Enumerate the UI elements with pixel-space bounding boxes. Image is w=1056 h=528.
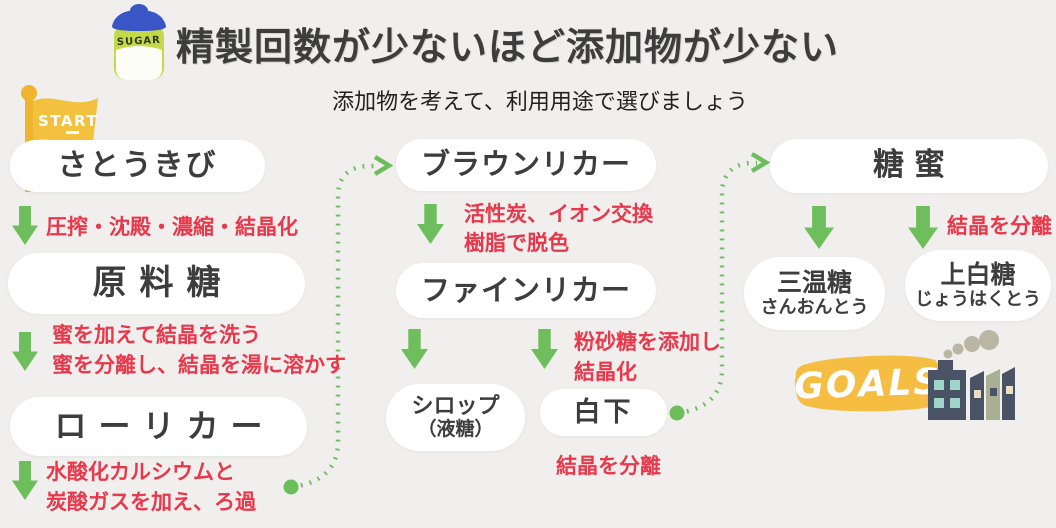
process-label-wash-crystals: 蜜を加えて結晶を洗う 蜜を分離し、結晶を湯に溶かす <box>52 323 346 377</box>
dotted-path-raw-liquor-to-brown-liquor <box>283 155 394 495</box>
dotted-path-shiroshita-to-molasses <box>669 152 771 421</box>
process-label-decolorization: 活性炭、イオン交換 樹脂で脱色 <box>464 202 653 255</box>
process-label-separate-crystals-right: 結晶を分離 <box>947 214 1052 238</box>
process-label-filtration: 水酸化カルシウムと 炭酸ガスを加え、ろ過 <box>46 460 256 514</box>
node-sanontou: 三温糖 さんおんとう <box>744 257 885 330</box>
node-raw-liquor: ローリカー <box>10 397 307 456</box>
process-label-pressing: 圧搾・沈殿・濃縮・結晶化 <box>46 215 298 239</box>
node-shiroshita: 白下 <box>540 389 667 436</box>
node-brown-liquor: ブラウンリカー <box>396 139 656 191</box>
node-jouhakutou: 上白糖 じょうはくとう <box>905 250 1051 321</box>
factory-icon <box>928 330 1015 420</box>
node-molasses: 糖蜜 <box>770 139 1048 193</box>
node-raw-sugar: 原料糖 <box>8 253 305 314</box>
node-sugarcane: さとうきび <box>10 140 265 192</box>
process-label-separate-crystals-bottom: 結晶を分離 <box>556 454 661 478</box>
sugar-jar-label: SUGAR <box>117 35 161 48</box>
goals-label: GOALS <box>794 361 942 407</box>
goals-banner: GOALS <box>794 355 942 412</box>
start-flag-label: START <box>38 112 98 130</box>
page-subtitle: 添加物を考えて、利用用途で選びましょう <box>332 90 748 115</box>
node-fine-liquor: ファインリカー <box>396 263 656 318</box>
node-syrup: シロップ （液糖） <box>386 384 525 451</box>
sugar-jar-icon: SUGAR <box>111 4 167 80</box>
process-label-crystallization: 粉砂糖を添加し 結晶化 <box>574 330 721 384</box>
page-title: 精製回数が少ないほど添加物が少ない <box>176 25 840 69</box>
